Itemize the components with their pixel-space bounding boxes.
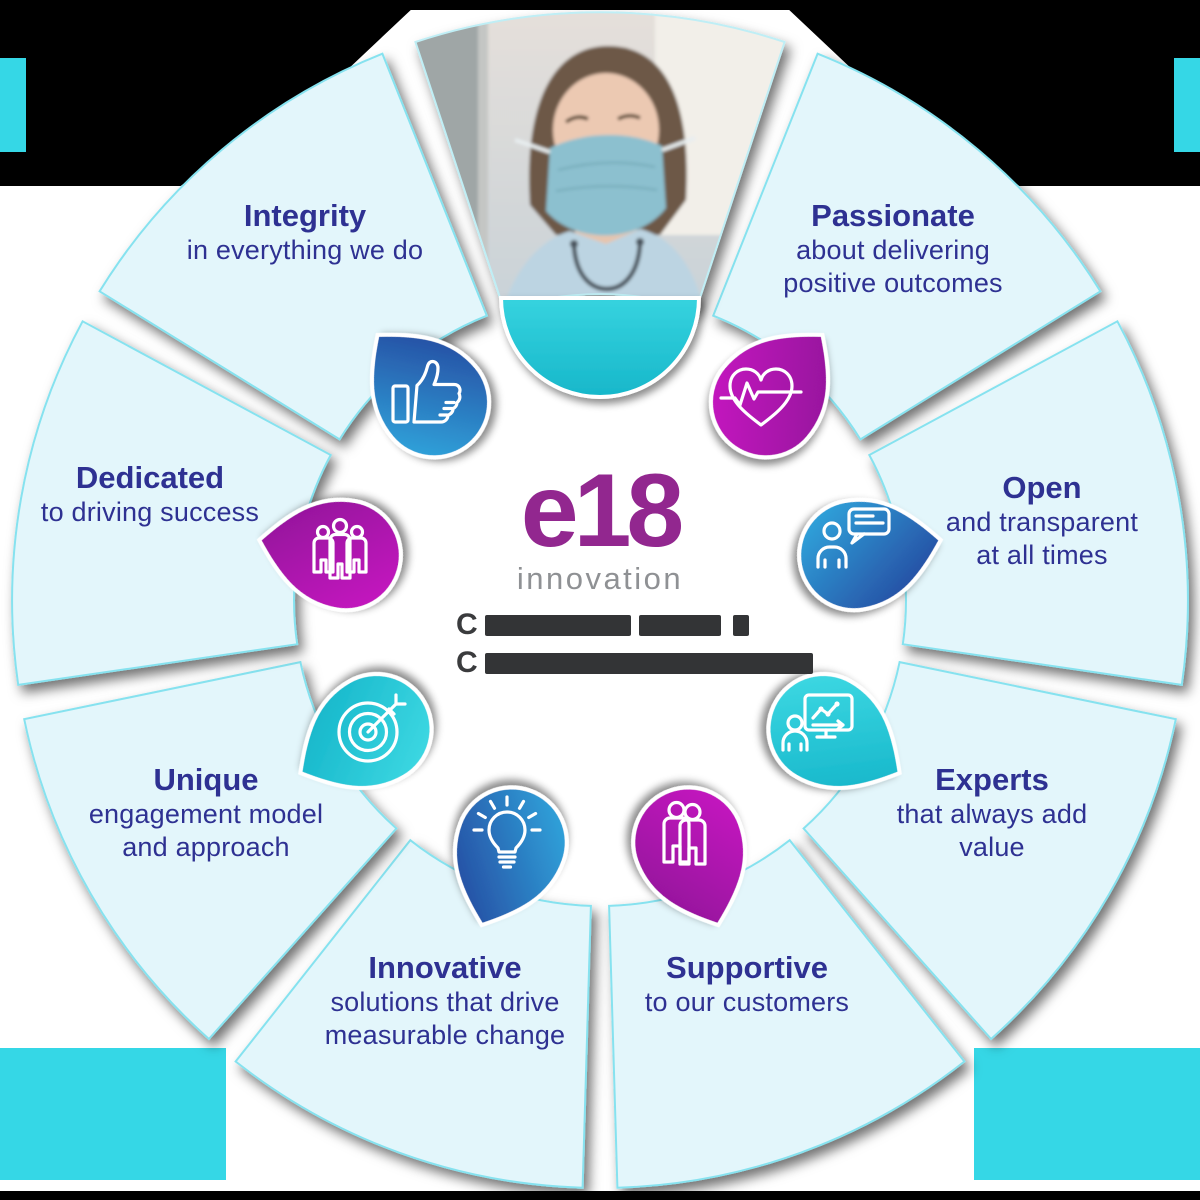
teal-accent-right <box>1174 58 1200 152</box>
segment-unique-title: Unique <box>153 762 259 797</box>
tagline-line-2: C <box>456 646 813 680</box>
segment-innovative-title: Innovative <box>368 950 522 985</box>
three-people-icon <box>312 517 368 580</box>
redacted-bar <box>484 614 631 636</box>
segment-unique-line: engagement model <box>88 799 324 829</box>
two-people-icon <box>662 800 707 866</box>
redacted-bar <box>732 614 749 636</box>
segment-integrity-title: Integrity <box>243 198 367 233</box>
segment-open-line: and transparent <box>945 507 1139 537</box>
target-arrow-icon <box>337 693 407 763</box>
teal-accent-left <box>0 58 26 152</box>
segment-supportive-title: Supportive <box>666 950 828 985</box>
petal-photo <box>498 296 702 399</box>
segment-supportive-line: to our customers <box>644 987 850 1017</box>
teal-accent-bottom-left <box>0 1048 226 1180</box>
segment-innovative-label: Innovative solutions that drive measurab… <box>280 950 610 1052</box>
e18-logo: e18 <box>520 453 685 569</box>
segment-dedicated-line: to driving success <box>40 497 260 527</box>
petal-integrity <box>369 332 492 460</box>
presentation-chart-icon <box>781 693 854 752</box>
redacted-bar <box>484 652 813 674</box>
segment-passionate-title: Passionate <box>811 198 975 233</box>
segment-experts-line: value <box>959 832 1025 862</box>
segment-experts-line: that always add <box>896 799 1088 829</box>
tagline-line-1: C <box>456 608 813 642</box>
petal-open <box>797 497 944 613</box>
segment-passionate-line: positive outcomes <box>783 268 1003 298</box>
tagline-visible-letter: C <box>456 608 478 641</box>
petal-passionate <box>708 332 831 460</box>
background-bottom-black-band <box>0 1191 1200 1200</box>
background-top-black-band <box>0 0 1200 10</box>
heart-pulse-icon <box>719 367 803 427</box>
center-logo-block: e18 innovation <box>430 453 770 596</box>
logo-subtext: innovation <box>516 561 684 596</box>
segment-dedicated-label: Dedicated to driving success <box>0 460 312 529</box>
segment-unique-line: and approach <box>122 832 290 862</box>
teal-accent-bottom-right <box>974 1048 1200 1180</box>
segment-integrity-label: Integrity in everything we do <box>140 198 470 267</box>
segment-experts-label: Experts that always add value <box>842 762 1142 864</box>
segment-dedicated-title: Dedicated <box>75 460 225 495</box>
segment-open-label: Open and transparent at all times <box>892 470 1192 572</box>
segment-experts-title: Experts <box>935 762 1049 797</box>
tagline-visible-letter: C <box>456 646 478 679</box>
person-chat-icon <box>816 507 891 569</box>
segment-passionate-line: about delivering <box>796 235 990 265</box>
center-tagline-redacted: C C <box>456 608 813 680</box>
redacted-bar <box>638 614 721 636</box>
segment-passionate-label: Passionate about delivering positive out… <box>728 198 1058 300</box>
lightbulb-icon <box>472 795 542 869</box>
segment-unique-label: Unique engagement model and approach <box>50 762 362 864</box>
segment-innovative-line: solutions that drive <box>330 987 560 1017</box>
segment-integrity-line: in everything we do <box>186 235 424 265</box>
thumbs-up-icon <box>391 359 462 424</box>
segment-innovative-line: measurable change <box>324 1020 566 1050</box>
segment-supportive-label: Supportive to our customers <box>582 950 912 1019</box>
segment-open-line: at all times <box>976 540 1108 570</box>
segment-open-title: Open <box>1002 470 1082 505</box>
